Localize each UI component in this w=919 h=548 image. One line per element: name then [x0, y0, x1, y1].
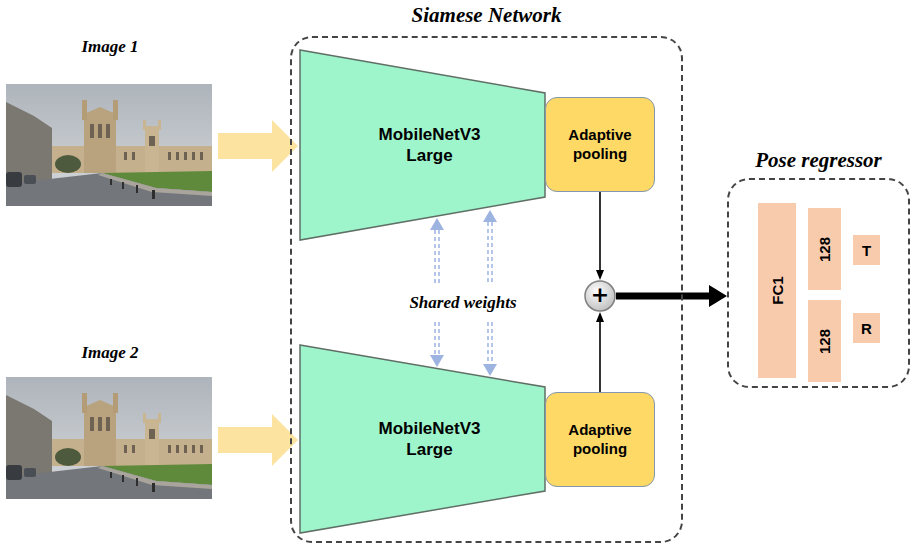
node-label: R	[861, 321, 872, 336]
backbone-trapezoid: MobileNetV3 Large	[300, 345, 545, 533]
node-label: Adaptive pooling	[554, 421, 646, 459]
image-label: Image 1	[81, 37, 138, 57]
trapezoid-shape	[300, 345, 545, 533]
output-box: R	[853, 313, 880, 343]
group-title: Siamese Network	[292, 3, 681, 28]
output-box: T	[853, 235, 880, 265]
layer-box: 128	[808, 208, 841, 290]
trapezoid-outline	[300, 345, 545, 533]
node-label: MobileNetV3 Large	[367, 418, 492, 461]
photo-image	[6, 377, 212, 499]
regressor-group: FC1128T128RPose regressor	[727, 178, 910, 388]
arrow-connector	[599, 192, 601, 270]
input-arrow	[218, 414, 298, 466]
arrow-connector	[616, 293, 709, 300]
node-label: 128	[817, 328, 832, 353]
network-group: MobileNetV3 LargeAdaptive pooling+Mobile…	[290, 36, 683, 543]
image-label: Image 2	[81, 343, 138, 363]
photo-image	[6, 84, 212, 206]
node-label: FC1	[770, 276, 785, 304]
group-title: Pose regressor	[729, 148, 908, 173]
node-label: MobileNetV3 Large	[367, 124, 492, 167]
annotation-label: Shared weights	[409, 293, 516, 313]
trapezoid-shape	[300, 50, 545, 240]
circle-shape	[585, 281, 615, 311]
sum-circle: +	[584, 280, 616, 312]
layer-box: 128	[808, 300, 841, 382]
trapezoid-outline	[300, 50, 545, 240]
layer-box: FC1	[758, 203, 796, 378]
input-arrow	[218, 120, 298, 172]
node-label: T	[862, 243, 871, 258]
node-label: +	[591, 284, 609, 306]
node-label: Adaptive pooling	[554, 126, 646, 164]
pooling-box: Adaptive pooling	[545, 97, 655, 192]
node-label: 128	[817, 236, 832, 261]
backbone-trapezoid: MobileNetV3 Large	[300, 50, 545, 240]
arrow-connector	[599, 322, 601, 392]
pooling-box: Adaptive pooling	[545, 392, 655, 487]
